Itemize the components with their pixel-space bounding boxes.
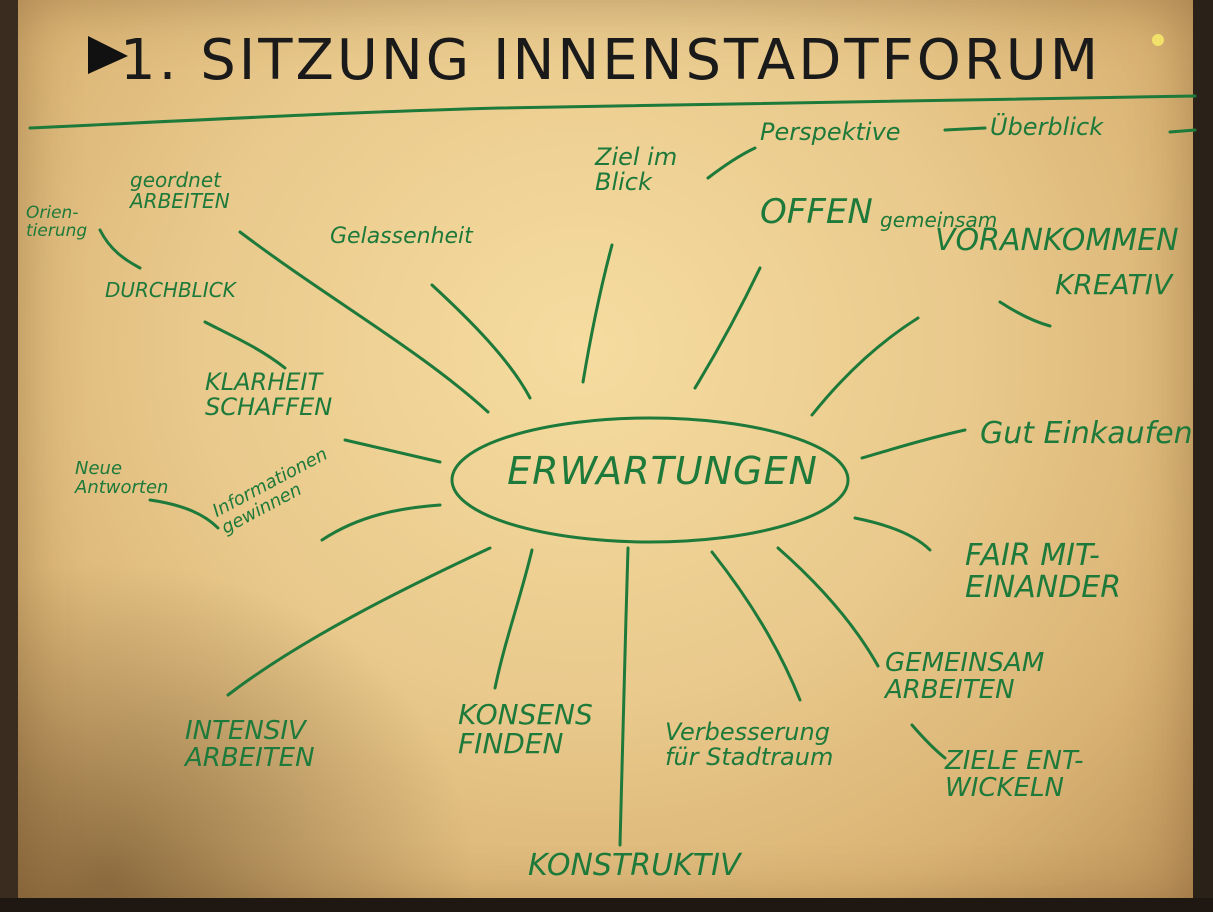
background-left xyxy=(0,0,22,912)
title-underline xyxy=(28,94,1197,130)
link-orientierung xyxy=(98,228,142,270)
background-right xyxy=(1191,0,1213,912)
note-durchblick: DURCHBLICK xyxy=(105,278,236,302)
spoke-konstruktiv xyxy=(618,546,630,847)
page-title: 1. SITZUNG INNENSTADTFORUM xyxy=(120,28,1102,93)
link-durchblick xyxy=(203,320,287,370)
note-kreativ: KREATIV xyxy=(1055,268,1173,301)
note-klarheit: KLARHEIT SCHAFFEN xyxy=(205,368,333,422)
note-gemeinsam: gemeinsam xyxy=(880,208,998,232)
spoke-offen xyxy=(693,266,762,390)
flipchart-paper xyxy=(18,0,1193,912)
note-offen: OFFEN xyxy=(760,192,873,232)
note-neue-antworten: Neue Antworten xyxy=(75,458,169,498)
note-konstruktiv: KONSTRUKTIV xyxy=(528,848,741,883)
note-intensiv: INTENSIV ARBEITEN xyxy=(185,716,315,774)
arrow-kreativ xyxy=(998,300,1052,328)
note-verbesserung: Verbesserung für Stadtraum xyxy=(665,718,834,772)
spoke-fair xyxy=(853,516,932,552)
note-orientierung: Orien- tierung xyxy=(26,203,88,241)
dash-perspektive xyxy=(943,126,987,132)
spoke-verbesserung xyxy=(710,550,802,702)
note-fair: FAIR MIT- EINANDER xyxy=(965,538,1122,605)
spoke-konsens xyxy=(493,548,534,690)
spoke-gut xyxy=(860,428,967,460)
spoke-klarheit xyxy=(343,438,442,464)
background-bottom xyxy=(0,898,1213,912)
note-konsens: KONSENS FINDEN xyxy=(458,698,593,761)
spoke-gelassenheit xyxy=(430,283,532,400)
link-perspektive xyxy=(706,146,757,180)
note-vorankommen: VORANKOMMEN xyxy=(935,223,1179,258)
pushpin-icon xyxy=(1152,34,1164,46)
spoke-ziel xyxy=(581,243,614,384)
spoke-intensiv xyxy=(226,546,492,697)
dash-ueberblick xyxy=(1168,128,1197,134)
note-ueberblick: Überblick xyxy=(990,113,1104,141)
note-perspektive: Perspektive xyxy=(760,118,901,146)
link-antworten xyxy=(148,498,220,530)
note-gelassenheit: Gelassenheit xyxy=(330,224,473,249)
note-geordnet: geordnet ARBEITEN xyxy=(130,168,230,213)
center-label: ERWARTUNGEN xyxy=(507,449,818,493)
spoke-informationen xyxy=(320,503,442,542)
note-ziel: Ziel im Blick xyxy=(595,143,678,197)
title-bullet-icon xyxy=(88,36,128,74)
note-gemeinsam-arbeiten: GEMEINSAM ARBEITEN xyxy=(885,648,1045,706)
spoke-vorankommen xyxy=(810,316,920,417)
spoke-geordnet xyxy=(238,230,490,414)
center-ellipse xyxy=(450,416,850,544)
note-ziele: ZIELE ENT- WICKELN xyxy=(945,746,1084,804)
link-ziele xyxy=(910,723,947,760)
note-gut-einkaufen: Gut Einkaufen xyxy=(980,416,1193,451)
spoke-gemeinsam xyxy=(776,546,880,668)
paper-shadow xyxy=(18,560,478,912)
